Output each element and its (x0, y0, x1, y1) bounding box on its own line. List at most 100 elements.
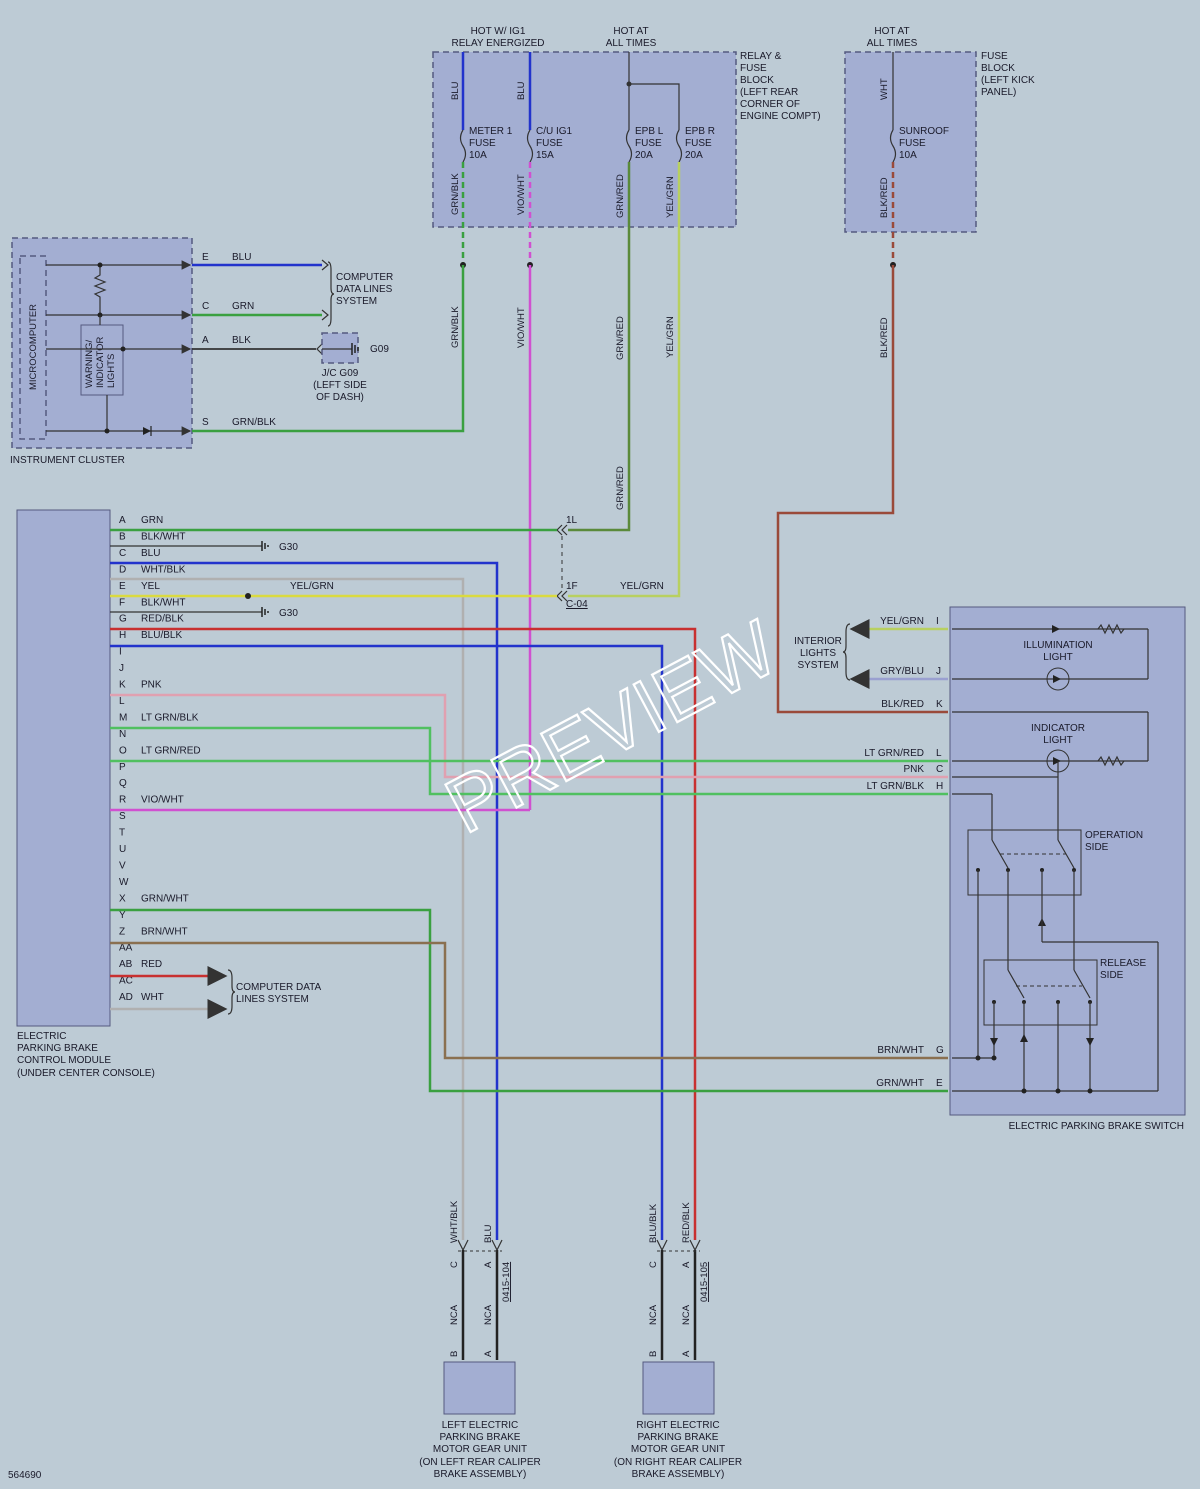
module-pin: F (119, 597, 125, 608)
wire-blk-red-long (776, 265, 948, 714)
right-motor (642, 1361, 715, 1415)
svg-text:LEFT ELECTRIC: LEFT ELECTRIC (442, 1420, 519, 1431)
illumination-label: ILLUMINATION LIGHT (1023, 640, 1092, 663)
module-wire-label: VIO/WHT (141, 795, 184, 806)
svg-text:10A: 10A (469, 150, 487, 161)
svg-text:S: S (202, 417, 209, 428)
module-pin: E (119, 581, 126, 592)
ground-icon (351, 343, 359, 355)
svg-text:15A: 15A (536, 150, 554, 161)
microcomputer (19, 255, 47, 440)
svg-text:BLK: BLK (232, 335, 251, 346)
wire-label: VIO/WHT (516, 174, 527, 215)
svg-text:FUSE: FUSE (536, 138, 563, 149)
fuse-block (844, 51, 977, 233)
mid-wire-labels: GRN/BLK VIO/WHT GRN/RED YEL/GRN BLK/RED … (450, 306, 890, 510)
svg-text:METER 1: METER 1 (469, 126, 513, 137)
fuse-cu-ig1: C/U IG1 FUSE 15A (526, 126, 573, 163)
svg-text:A: A (681, 1261, 692, 1268)
svg-text:MOTOR GEAR UNIT: MOTOR GEAR UNIT (631, 1444, 725, 1455)
epb-switch (949, 606, 1186, 1116)
module-wire-label: LT GRN/BLK (141, 712, 199, 723)
switch-pin: K (936, 699, 943, 710)
svg-text:A: A (483, 1261, 494, 1268)
wire-grn-blk-s (192, 265, 465, 433)
epb-control-module (16, 509, 111, 1027)
svg-text:BLOCK: BLOCK (981, 63, 1015, 74)
fuse-sunroof: SUNROOF FUSE 10A (889, 126, 949, 163)
module-wire-label: BLU/BLK (141, 630, 182, 641)
module-pin: V (119, 860, 126, 871)
module-pin: X (119, 893, 126, 904)
fuse-block-label: FUSE BLOCK (LEFT KICK PANEL) (981, 51, 1035, 98)
svg-text:RELAY &: RELAY & (740, 51, 782, 62)
module-pin: I (119, 647, 122, 658)
svg-text:COMPUTER: COMPUTER (336, 272, 393, 283)
svg-text:PARKING BRAKE: PARKING BRAKE (17, 1043, 98, 1054)
operation-label: OPERATION SIDE (1085, 830, 1143, 853)
ground-label: G30 (279, 542, 298, 553)
svg-text:CORNER OF: CORNER OF (740, 99, 800, 110)
switch-wire-label: GRN/WHT (876, 1078, 924, 1089)
epb-switch-label: ELECTRIC PARKING BRAKE SWITCH (1009, 1121, 1184, 1132)
svg-text:SIDE: SIDE (1085, 842, 1109, 853)
left-motor-connector: WHT/BLK BLU C A 0415-104 NCA NCA B A (449, 1200, 512, 1360)
svg-text:B: B (648, 1351, 659, 1357)
ground-label: G30 (279, 608, 298, 619)
indicator-label: INDICATOR LIGHT (1031, 723, 1085, 746)
power-header-hot-1: HOT AT ALL TIMES (606, 26, 657, 49)
wire-label: WHT (879, 78, 890, 100)
module-pin: R (119, 795, 126, 806)
svg-text:LIGHTS: LIGHTS (800, 648, 836, 659)
module-wire-label: GRN (141, 515, 163, 526)
svg-text:C: C (449, 1261, 460, 1268)
wire-hot-epb-r (629, 83, 680, 130)
wire-yel-grn-long (568, 227, 681, 598)
svg-text:1F: 1F (566, 581, 578, 592)
module-pin: J (119, 663, 124, 674)
svg-text:ALL TIMES: ALL TIMES (867, 38, 918, 49)
svg-text:DATA LINES: DATA LINES (336, 284, 393, 295)
wire-label: YEL/GRN (290, 581, 334, 592)
svg-text:NCA: NCA (681, 1304, 692, 1325)
module-pin: G (119, 614, 127, 625)
operation-switch (967, 829, 1082, 896)
microcomputer-label: MICROCOMPUTER (28, 304, 39, 390)
svg-text:GRN/RED: GRN/RED (615, 316, 626, 360)
svg-text:GRN/BLK: GRN/BLK (232, 417, 276, 428)
switch-wire-label: PNK (903, 764, 924, 775)
svg-text:LINES SYSTEM: LINES SYSTEM (236, 994, 309, 1005)
fuse-meter1: METER 1 FUSE 10A (459, 126, 513, 163)
svg-text:A: A (681, 1350, 692, 1357)
svg-text:SYSTEM: SYSTEM (336, 296, 377, 307)
module-wire-label: RED/BLK (141, 614, 184, 625)
svg-text:0415-105: 0415-105 (699, 1262, 710, 1302)
svg-text:PARKING BRAKE: PARKING BRAKE (440, 1432, 521, 1443)
switch-wire-label: LT GRN/BLK (867, 781, 925, 792)
svg-text:NCA: NCA (449, 1304, 460, 1325)
svg-text:LIGHT: LIGHT (1043, 735, 1072, 746)
svg-text:FUSE: FUSE (469, 138, 496, 149)
module-pin: P (119, 762, 126, 773)
epb-module-label: ELECTRIC PARKING BRAKE CONTROL MODULE (U… (17, 1031, 155, 1079)
svg-text:B: B (449, 1351, 460, 1357)
jc-label: J/C G09 (LEFT SIDE OF DASH) (313, 368, 367, 403)
wire-module-d (110, 577, 465, 1240)
relay-fuse-block (432, 51, 737, 228)
svg-text:(ON RIGHT REAR CALIPER: (ON RIGHT REAR CALIPER (614, 1457, 742, 1468)
diode-icon (1020, 1034, 1028, 1042)
fuse-epb-r: EPB R FUSE 20A (675, 126, 715, 163)
ground-icon (261, 607, 269, 617)
svg-text:EPB L: EPB L (635, 126, 664, 137)
power-header-ig1: HOT W/ IG1 RELAY ENERGIZED (452, 26, 545, 49)
module-pin: Z (119, 926, 125, 937)
switch-wire-label: LT GRN/RED (864, 748, 924, 759)
svg-text:OF DASH): OF DASH) (316, 392, 364, 403)
svg-text:HOT W/ IG1: HOT W/ IG1 (471, 26, 526, 37)
module-pin: AB (119, 959, 133, 970)
module-pin: A (119, 515, 126, 526)
svg-text:NCA: NCA (648, 1304, 659, 1325)
module-pin: Y (119, 910, 126, 921)
wire-module-c (110, 561, 499, 1240)
svg-text:SUNROOF: SUNROOF (899, 126, 949, 137)
